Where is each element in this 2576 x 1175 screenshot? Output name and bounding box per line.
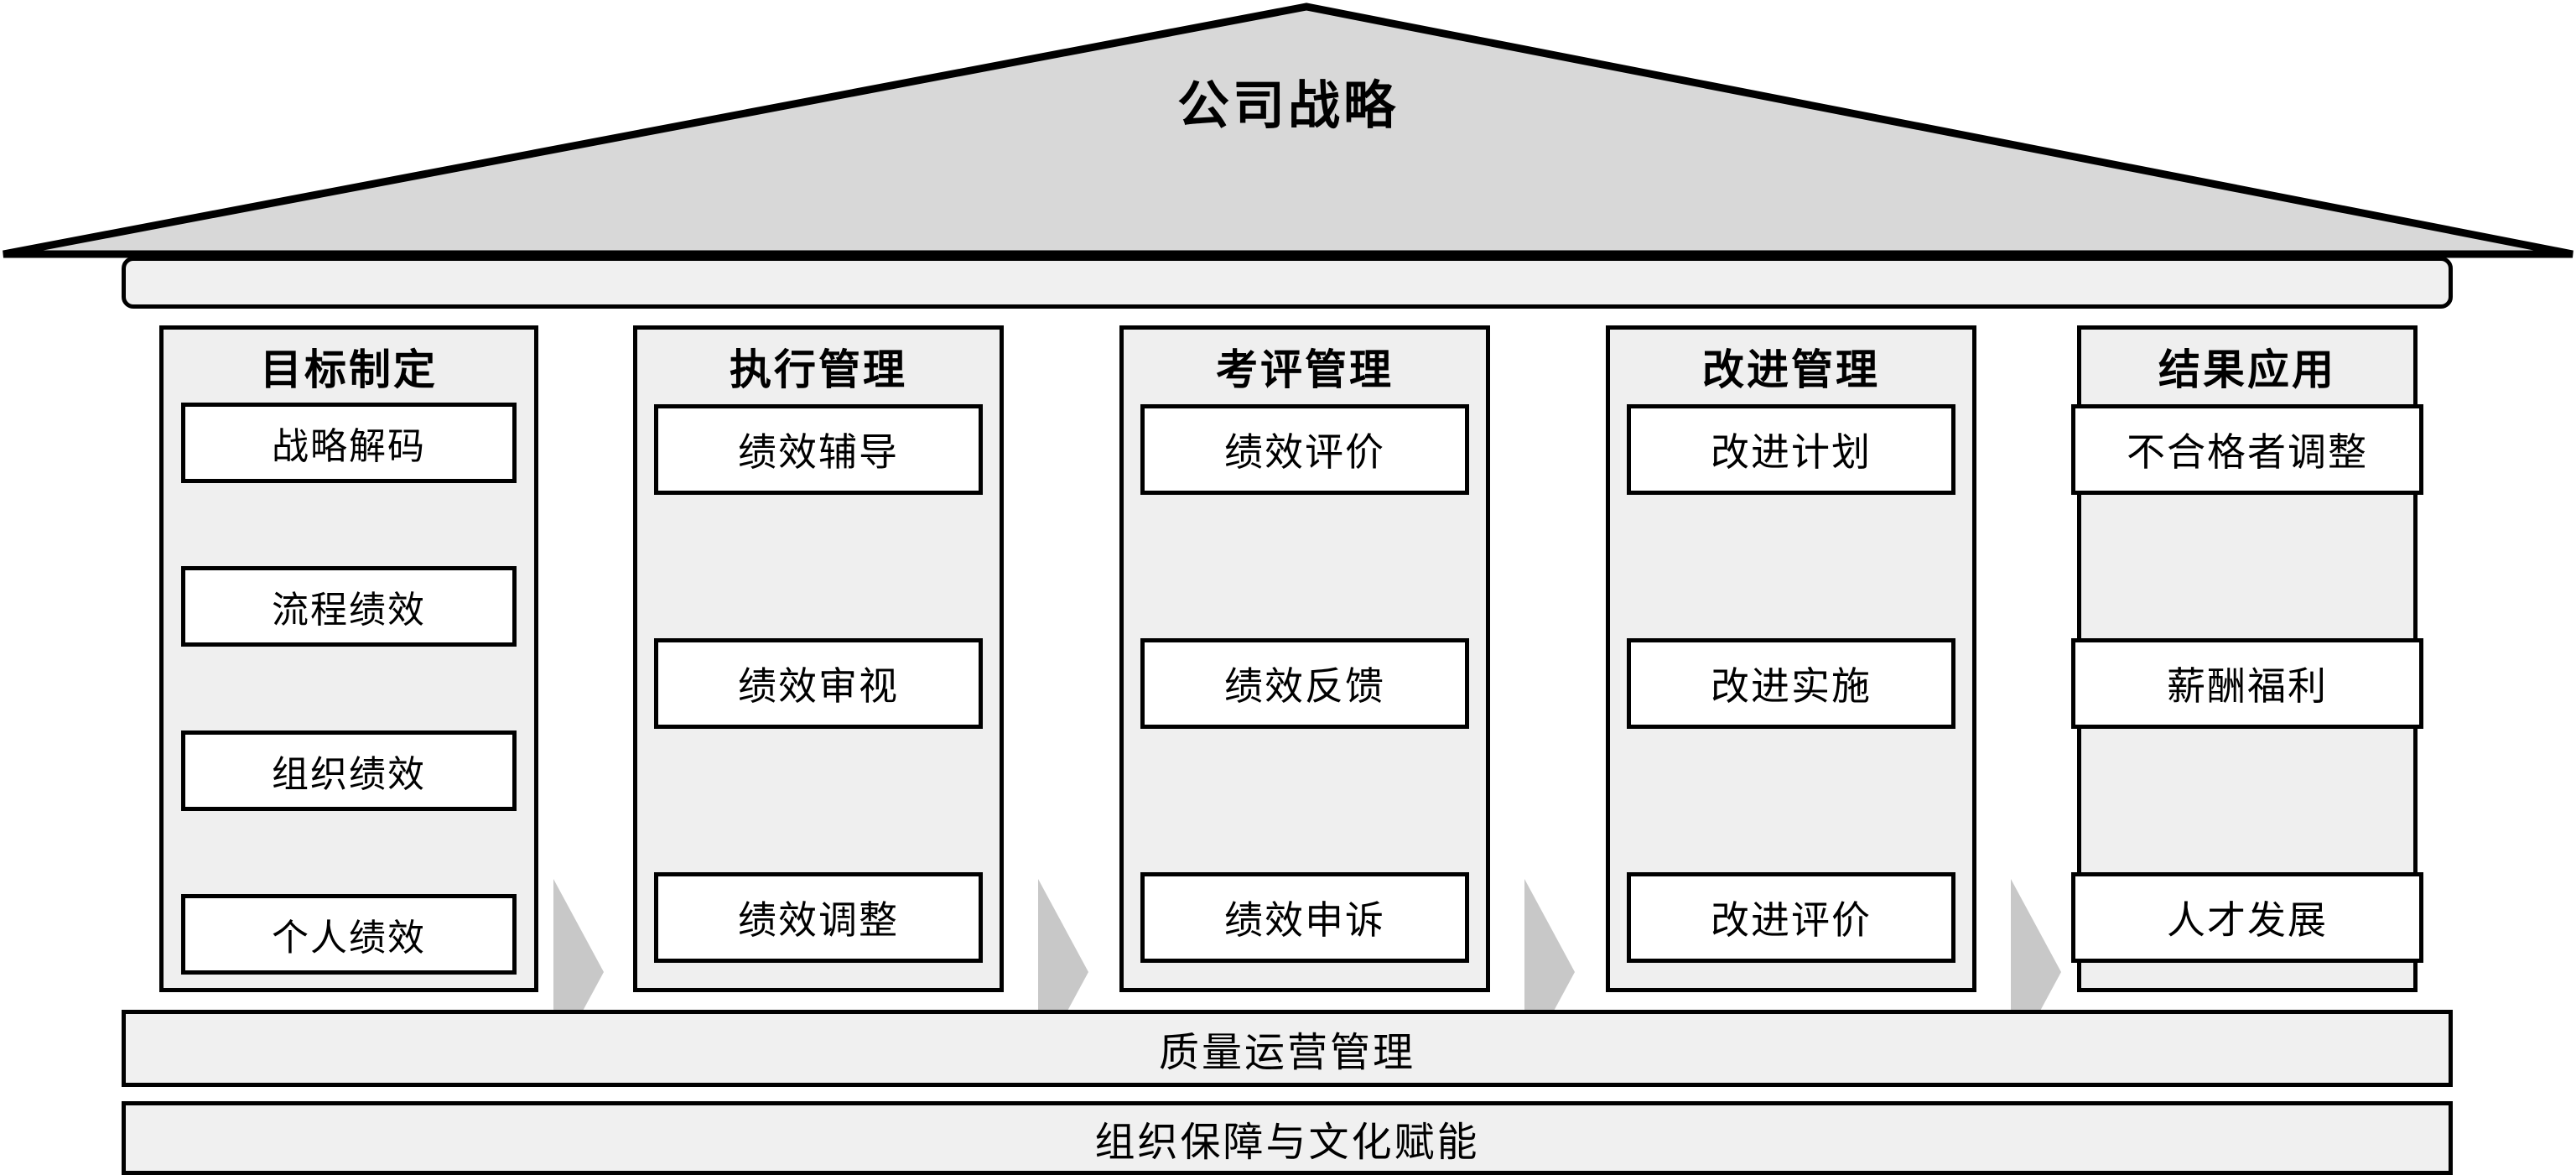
- pillar-item[interactable]: 绩效审视: [654, 637, 983, 729]
- pillar-item[interactable]: 战略解码: [181, 402, 517, 483]
- roof-triangle-shape: [3, 3, 2573, 258]
- pillar-item[interactable]: 改进评价: [1627, 872, 1955, 963]
- pillar-row: 目标制定 战略解码 流程绩效 组织绩效 个人绩效 执行管理 绩效辅导 绩效审视 …: [0, 325, 2576, 1065]
- pillar-appraisal-management[interactable]: 考评管理 绩效评价 绩效反馈 绩效申诉: [1119, 325, 1490, 992]
- pillar-item-list: 改进计划 改进实施 改进评价: [1610, 401, 1972, 989]
- foundation-bar-quality-operations[interactable]: 质量运营管理: [122, 1010, 2453, 1087]
- pillar-item[interactable]: 绩效辅导: [654, 403, 983, 495]
- pillar-item[interactable]: 人才发展: [2071, 872, 2423, 963]
- pillar-item[interactable]: 薪酬福利: [2071, 637, 2423, 729]
- roof-polygon: [3, 3, 2573, 258]
- pillar-title: 目标制定: [260, 345, 438, 394]
- pillar-title: 考评管理: [1216, 345, 1394, 394]
- foundation-bar-organization-culture[interactable]: 组织保障与文化赋能: [122, 1101, 2453, 1175]
- pillar-title: 改进管理: [1702, 345, 1880, 394]
- pillar-item[interactable]: 绩效申诉: [1140, 872, 1469, 963]
- pillar-item[interactable]: 绩效评价: [1140, 403, 1469, 495]
- pillar-result-application[interactable]: 结果应用 不合格者调整 薪酬福利 人才发展: [2071, 325, 2423, 992]
- pillar-item[interactable]: 绩效调整: [654, 872, 983, 963]
- pillar-item[interactable]: 组织绩效: [181, 730, 517, 811]
- pillar-item[interactable]: 不合格者调整: [2071, 403, 2423, 495]
- pillar-improvement-management[interactable]: 改进管理 改进计划 改进实施 改进评价: [1606, 325, 1976, 992]
- pillar-goal-setting[interactable]: 目标制定 战略解码 流程绩效 组织绩效 个人绩效: [159, 325, 538, 992]
- roof-title: 公司战略: [1176, 75, 1399, 136]
- pillar-title: 结果应用: [2158, 345, 2336, 394]
- pillar-item[interactable]: 改进计划: [1627, 403, 1955, 495]
- pillar-execution-management[interactable]: 执行管理 绩效辅导 绩效审视 绩效调整: [633, 325, 1004, 992]
- pillar-item[interactable]: 流程绩效: [181, 566, 517, 647]
- pillar-title: 执行管理: [730, 345, 907, 394]
- lintel-beam: [122, 257, 2453, 309]
- roof-section: 公司战略: [0, 0, 2576, 260]
- pillar-item-list: 绩效评价 绩效反馈 绩效申诉: [1124, 401, 1486, 989]
- pillar-item[interactable]: 个人绩效: [181, 894, 517, 975]
- pillar-item-list: 不合格者调整 薪酬福利 人才发展: [2071, 401, 2423, 989]
- pillar-item[interactable]: 改进实施: [1627, 637, 1955, 729]
- pillar-item-list: 战略解码 流程绩效 组织绩效 个人绩效: [164, 401, 534, 989]
- pillar-item[interactable]: 绩效反馈: [1140, 637, 1469, 729]
- pillar-item-list: 绩效辅导 绩效审视 绩效调整: [637, 401, 1000, 989]
